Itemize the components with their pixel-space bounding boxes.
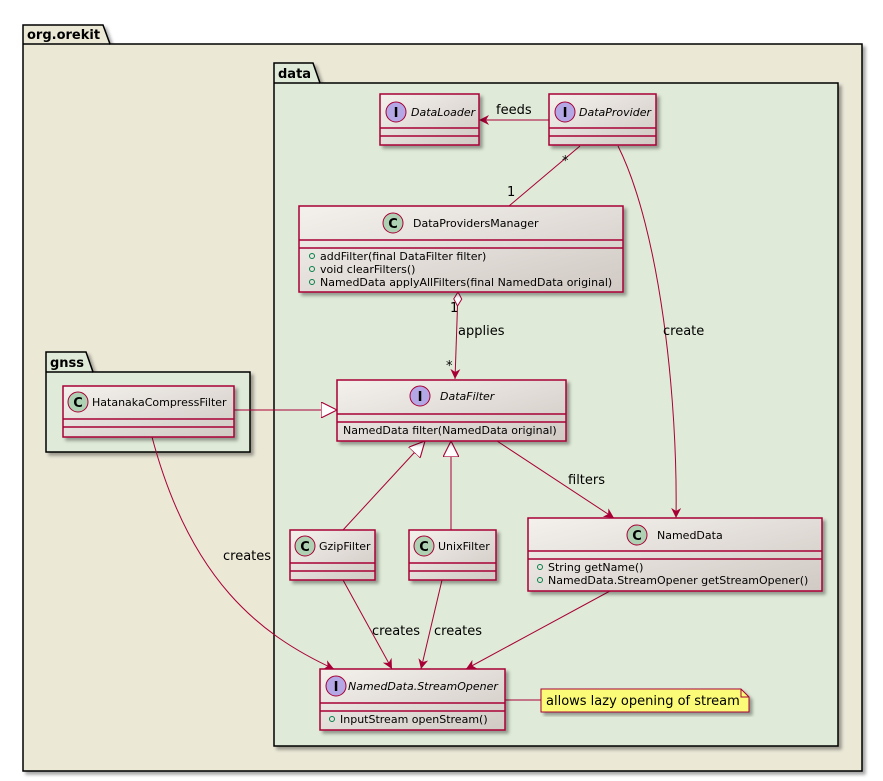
stereotype-letter: C bbox=[388, 217, 398, 232]
member-method: String getName() bbox=[548, 561, 643, 574]
public-method-icon bbox=[537, 564, 543, 570]
multiplicity-provider: * bbox=[562, 154, 569, 169]
stereotype-letter: I bbox=[334, 680, 339, 695]
class-stereotype-icon bbox=[413, 535, 435, 557]
multiplicity-manager-applies: 1 bbox=[450, 301, 458, 316]
interface-stereotype-icon bbox=[325, 675, 347, 697]
class-stereotype-icon bbox=[382, 212, 404, 234]
edge-hatanaka-creates: creates bbox=[151, 436, 335, 670]
stereotype-letter: C bbox=[419, 540, 429, 555]
class-nameddata-streamopener[interactable]: I NamedData.StreamOpener InputStream ope… bbox=[319, 668, 506, 731]
edge-create: create bbox=[617, 145, 704, 519]
edge-unix-creates: creates bbox=[418, 579, 482, 670]
edge-gzip-creates: creates bbox=[342, 579, 420, 670]
edge-label-unix-creates: creates bbox=[434, 624, 482, 639]
edge-label-applies: applies bbox=[458, 324, 505, 339]
class-dataloader[interactable]: I DataLoader bbox=[379, 93, 480, 146]
edge-label-filters: filters bbox=[568, 473, 605, 488]
member-method: void clearFilters() bbox=[320, 263, 415, 276]
member-method: addFilter(final DataFilter filter) bbox=[320, 250, 486, 263]
class-name: NamedData bbox=[657, 529, 723, 542]
member-method: InputStream openStream() bbox=[340, 713, 488, 726]
interface-stereotype-icon bbox=[409, 385, 431, 407]
package-label-gnss: gnss bbox=[50, 356, 84, 371]
member-method: NamedData filter(NamedData original) bbox=[343, 424, 557, 437]
class-stereotype-icon bbox=[67, 391, 89, 413]
edge-label-create: create bbox=[663, 324, 704, 339]
class-name: DataLoader bbox=[411, 106, 477, 119]
multiplicity-manager: 1 bbox=[507, 185, 515, 200]
note-lazy-opening: allows lazy opening of stream bbox=[540, 688, 750, 713]
class-name: DataFilter bbox=[440, 390, 496, 403]
class-dataprovider[interactable]: I DataProvider bbox=[548, 93, 657, 146]
edge-feeds: feeds bbox=[479, 103, 549, 125]
interface-stereotype-icon bbox=[554, 101, 576, 123]
stereotype-letter: C bbox=[632, 529, 642, 544]
class-name: HatanakaCompressFilter bbox=[92, 396, 227, 409]
public-method-icon bbox=[329, 716, 335, 722]
interface-stereotype-icon bbox=[385, 101, 407, 123]
edge-label-gzip-creates: creates bbox=[372, 624, 420, 639]
class-stereotype-icon bbox=[294, 535, 316, 557]
class-stereotype-icon bbox=[626, 524, 648, 546]
stereotype-letter: C bbox=[73, 396, 83, 411]
edge-applies: 1 applies * bbox=[446, 292, 505, 380]
public-method-icon bbox=[537, 577, 543, 583]
member-method: NamedData applyAllFilters(final NamedDat… bbox=[320, 276, 612, 289]
edge-nameddata-streamopener bbox=[465, 590, 611, 670]
package-label-data: data bbox=[278, 67, 311, 82]
public-method-icon bbox=[309, 253, 315, 259]
class-dataprovidersmanager[interactable]: C DataProvidersManager addFilter(final D… bbox=[298, 205, 624, 293]
class-name: GzipFilter bbox=[319, 540, 371, 553]
edge-provider-manager: * 1 bbox=[507, 145, 581, 207]
class-unixfilter[interactable]: C UnixFilter bbox=[408, 529, 497, 581]
edge-label-hatanaka-creates: creates bbox=[223, 549, 271, 564]
edge-gzip-realizes-filter bbox=[342, 441, 425, 531]
class-name: NamedData.StreamOpener bbox=[348, 680, 499, 693]
edge-label-feeds: feeds bbox=[496, 103, 532, 118]
class-gzipfilter[interactable]: C GzipFilter bbox=[289, 529, 376, 581]
stereotype-letter: I bbox=[418, 390, 423, 405]
stereotype-letter: I bbox=[563, 106, 568, 121]
package-label-org-orekit: org.orekit bbox=[27, 28, 100, 43]
class-datafilter[interactable]: I DataFilter NamedData filter(NamedData … bbox=[336, 379, 567, 442]
member-method: NamedData.StreamOpener getStreamOpener() bbox=[548, 574, 808, 587]
public-method-icon bbox=[309, 266, 315, 272]
stereotype-letter: C bbox=[300, 540, 310, 555]
public-method-icon bbox=[309, 279, 315, 285]
class-name: DataProvider bbox=[579, 106, 652, 119]
note-text: allows lazy opening of stream bbox=[546, 694, 740, 709]
class-hatanakacompressfilter[interactable]: C HatanakaCompressFilter bbox=[62, 385, 235, 438]
stereotype-letter: I bbox=[394, 106, 399, 121]
multiplicity-filter: * bbox=[446, 359, 453, 374]
class-name: DataProvidersManager bbox=[413, 217, 539, 230]
class-name: UnixFilter bbox=[438, 540, 490, 553]
edge-filters: filters bbox=[496, 440, 615, 519]
class-nameddata[interactable]: C NamedData String getName() NamedData.S… bbox=[527, 517, 823, 592]
